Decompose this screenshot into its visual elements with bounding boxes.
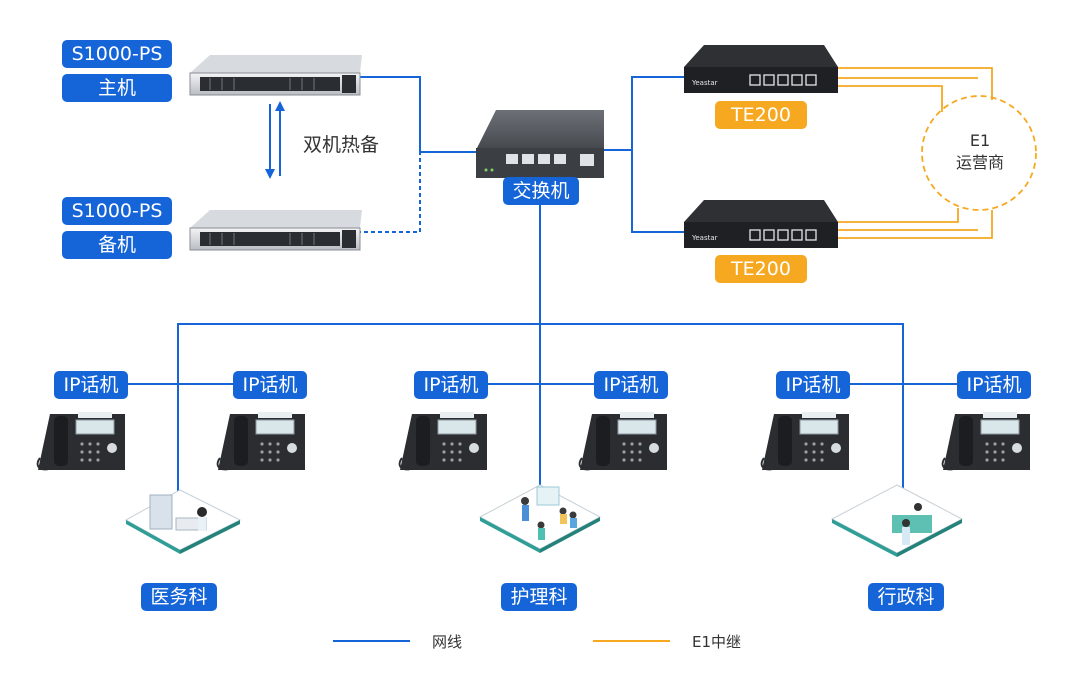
ip-phone-icon (760, 412, 849, 471)
ip-phone-label-6: IP话机 (957, 371, 1031, 399)
primary-server-role-label: 主机 (62, 74, 172, 102)
ip-phone-icon (216, 412, 305, 471)
department-label-admin: 行政科 (868, 583, 944, 611)
gateway-label-1: TE200 (715, 101, 807, 129)
carrier-circle (921, 95, 1037, 211)
ip-phone-label-3: IP话机 (414, 371, 488, 399)
ip-phone-label-1: IP话机 (54, 371, 128, 399)
department-label-medical: 医务科 (141, 583, 217, 611)
ip-phone-label-2: IP话机 (233, 371, 307, 399)
ip-phone-label-5: IP话机 (776, 371, 850, 399)
network-lines (125, 76, 958, 505)
legend-e1-text: E1中继 (692, 633, 742, 651)
primary-server (189, 55, 362, 96)
svg-text:Yeastar: Yeastar (691, 234, 718, 242)
primary-server-model-label: S1000-PS (62, 40, 172, 68)
gateway-label-2: TE200 (715, 255, 807, 283)
e1-lines (838, 67, 1037, 239)
department-scene-nursing (478, 484, 602, 553)
department-label-nursing: 护理科 (501, 583, 577, 611)
ip-phones (36, 412, 1030, 471)
gateway-te200-1: Yeastar (684, 45, 838, 93)
department-scene-admin (830, 484, 964, 557)
carrier-label: E1 运营商 (940, 130, 1020, 174)
svg-text:Yeastar: Yeastar (691, 79, 718, 87)
switch-label: 交换机 (503, 177, 579, 205)
ip-phone-icon (941, 412, 1030, 471)
ip-phone-label-4: IP话机 (594, 371, 668, 399)
ip-phone-icon (36, 412, 125, 471)
ip-phone-icon (398, 412, 487, 471)
legend-network-text: 网线 (432, 633, 463, 651)
carrier-e1-text: E1 (969, 131, 991, 150)
hot-standby-arrows (265, 101, 285, 179)
department-scene-medical (124, 489, 242, 554)
backup-server (189, 210, 362, 251)
backup-server-model-label: S1000-PS (62, 197, 172, 225)
gateway-te200-2: Yeastar (684, 200, 838, 248)
hot-standby-label: 双机热备 (303, 134, 380, 156)
backup-server-role-label: 备机 (62, 231, 172, 259)
ip-phone-icon (578, 412, 667, 471)
carrier-name-text: 运营商 (955, 153, 1004, 172)
switch-device (476, 110, 604, 178)
